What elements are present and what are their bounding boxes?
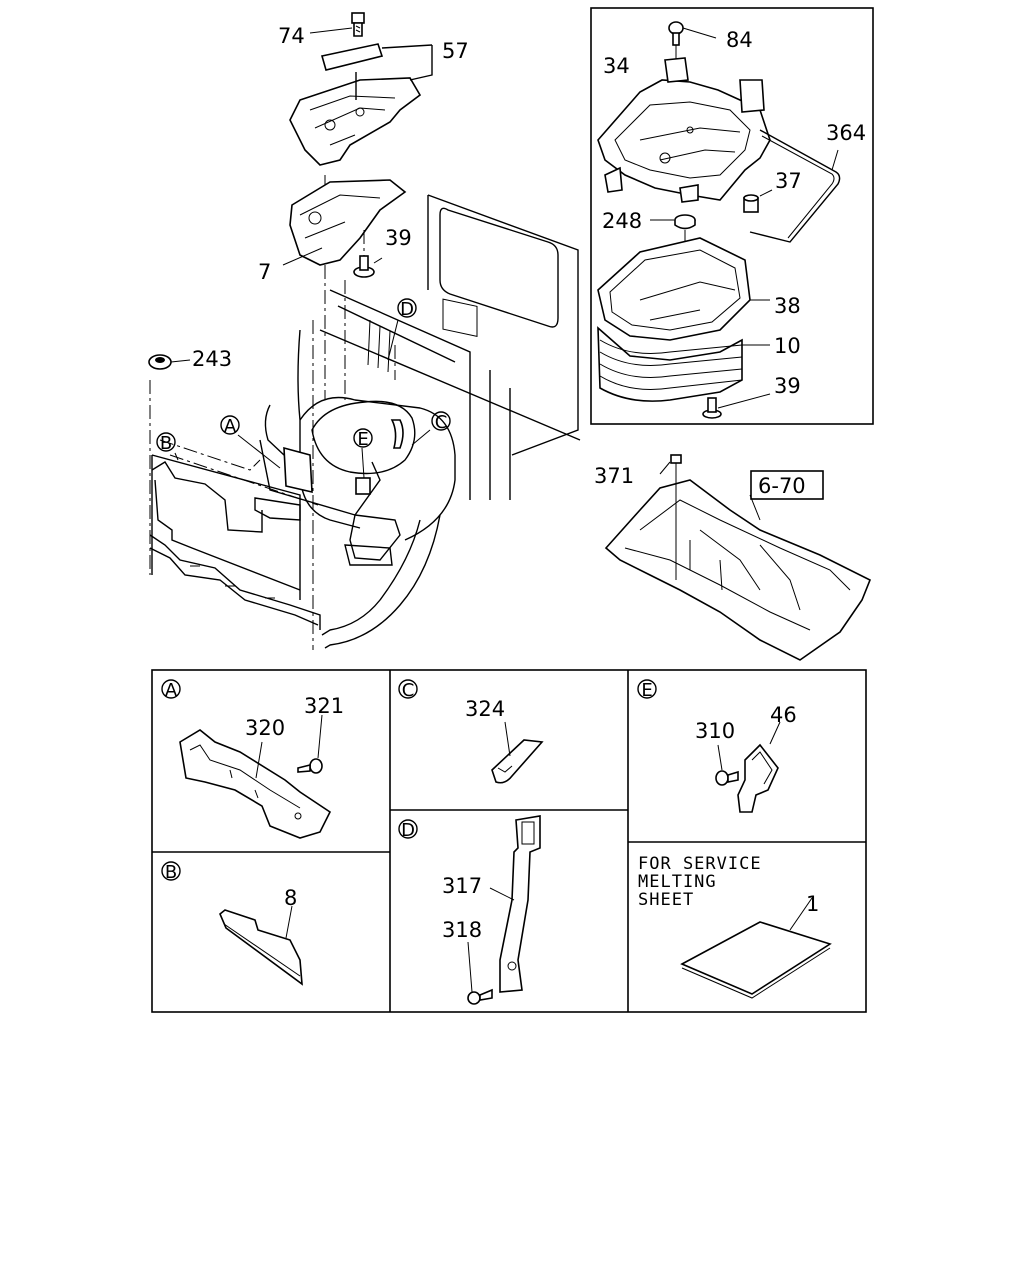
- svg-text:D: D: [401, 820, 415, 841]
- svg-text:B: B: [165, 862, 177, 883]
- callout-10: 10: [774, 334, 801, 358]
- grommet-243-icon: [148, 354, 172, 370]
- callout-labels: 74 57 39 7 243 84 34 364 37 248 38 10 39…: [192, 24, 866, 942]
- marker-b-detail: B: [161, 861, 181, 883]
- callout-38: 38: [774, 294, 801, 318]
- callout-74: 74: [278, 24, 305, 48]
- callout-39-inset: 39: [774, 374, 801, 398]
- detail-d-strap: [489, 815, 541, 993]
- detail-grid: [151, 669, 867, 1013]
- reference-box-6-70: [750, 470, 824, 500]
- note-line-3: SHEET: [638, 890, 694, 910]
- callout-39: 39: [385, 226, 412, 250]
- callout-57: 57: [442, 39, 469, 63]
- marker-e-main: E: [353, 428, 373, 450]
- marker-b-main: B: [156, 432, 176, 454]
- svg-text:A: A: [224, 416, 237, 437]
- note-line-2: MELTING: [638, 872, 717, 892]
- callout-34: 34: [603, 54, 630, 78]
- part-57-cover: [289, 43, 433, 166]
- callout-37: 37: [775, 169, 802, 193]
- callout-318: 318: [442, 918, 482, 942]
- callout-243: 243: [192, 347, 232, 371]
- part-34-bracket: [597, 57, 771, 203]
- marker-d-detail: D: [398, 819, 418, 841]
- callout-317: 317: [442, 874, 482, 898]
- callout-1: 1: [806, 892, 819, 916]
- svg-text:A: A: [165, 680, 178, 701]
- marker-c-main: C: [431, 411, 451, 433]
- callout-320: 320: [245, 716, 285, 740]
- marker-e-detail: E: [637, 679, 657, 701]
- svg-text:D: D: [400, 299, 414, 320]
- cab-floor-drawing: [149, 194, 581, 650]
- part-38-battery-tray: [597, 237, 770, 341]
- bolt-310-icon: [715, 744, 739, 786]
- screw-321-icon: [297, 714, 323, 774]
- svg-text:C: C: [435, 412, 448, 433]
- melting-sheet-part-1: [680, 897, 832, 999]
- inset-box-battery: [590, 7, 874, 425]
- callout-324: 324: [465, 697, 505, 721]
- svg-text:E: E: [641, 680, 652, 701]
- service-note: FOR SERVICE MELTING SHEET: [638, 854, 762, 910]
- part-10-battery: [597, 326, 770, 402]
- callout-8: 8: [284, 886, 297, 910]
- part-248-cap: [650, 214, 696, 245]
- leader-lines-main: [170, 27, 431, 479]
- marker-a-detail: A: [161, 679, 181, 701]
- part-364-strap: [749, 129, 841, 243]
- detail-b-panel: [219, 905, 303, 986]
- bolt-84-icon: [668, 21, 717, 62]
- callout-310: 310: [695, 719, 735, 743]
- note-line-1: FOR SERVICE: [638, 854, 762, 874]
- svg-text:E: E: [357, 429, 368, 450]
- part-37-cap: [743, 189, 773, 213]
- callout-7: 7: [258, 260, 271, 284]
- marker-a-main: A: [220, 415, 240, 437]
- marker-c-detail: C: [398, 679, 418, 701]
- screw-318-icon: [467, 941, 493, 1005]
- bolt-39-icon: [353, 230, 375, 278]
- detail-e-hook: [737, 721, 781, 813]
- part-7-cover: [289, 175, 407, 400]
- svg-text:B: B: [160, 433, 172, 454]
- detail-c-clip: [491, 721, 544, 784]
- callout-6-70: 6-70: [758, 474, 806, 498]
- callout-321: 321: [304, 694, 344, 718]
- callout-46: 46: [770, 703, 797, 727]
- callout-84: 84: [726, 28, 753, 52]
- marker-d-main: D: [397, 298, 417, 320]
- bolt-74-icon: [351, 12, 365, 37]
- callout-248: 248: [602, 209, 642, 233]
- svg-text:C: C: [402, 680, 415, 701]
- detail-a-bracket: [179, 729, 332, 839]
- bolt-39-inset-icon: [702, 393, 771, 419]
- callout-371: 371: [594, 464, 634, 488]
- callout-364: 364: [826, 121, 866, 145]
- floor-mat-drawing: [604, 454, 872, 661]
